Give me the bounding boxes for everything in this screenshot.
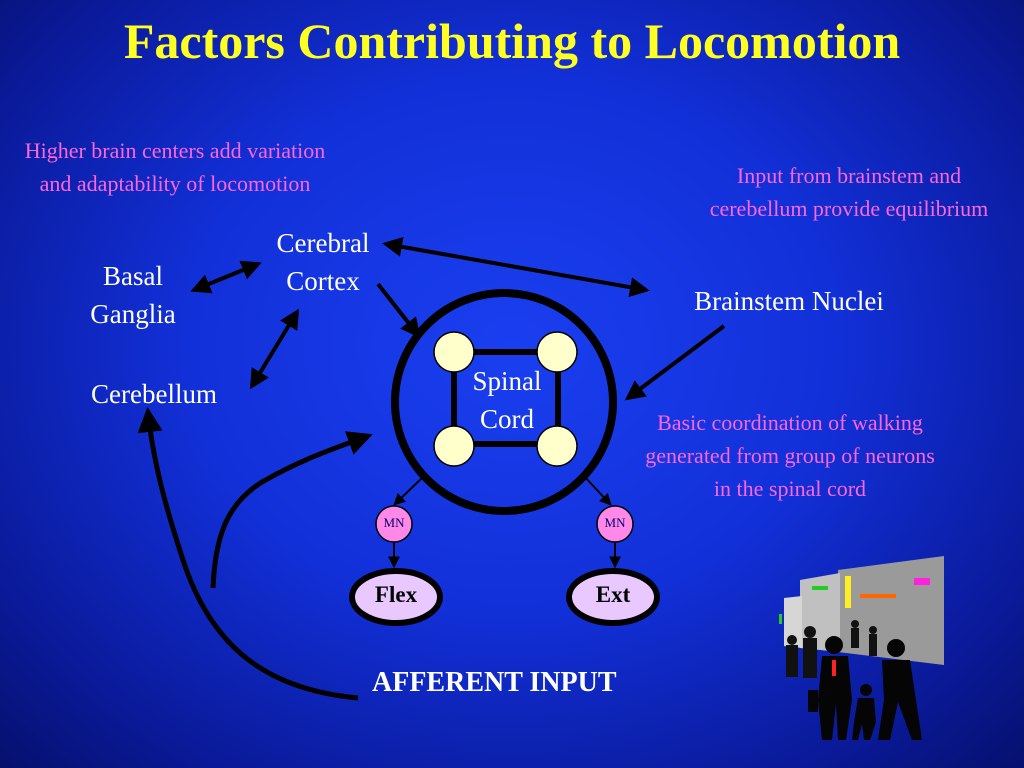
muscle-ext-ellipse: [566, 568, 660, 626]
arrow-spinal-mn-left: [393, 475, 425, 506]
node-cerebellum: Cerebellum: [91, 379, 217, 409]
neuron-network-square: [451, 349, 561, 447]
muscle-ext-label: Ext: [595, 582, 631, 607]
node-cerebral-cortex: Cerebral Cortex: [276, 228, 370, 296]
muscle-flex-ellipse: [349, 568, 443, 626]
neuron-top-right: [536, 331, 578, 373]
node-basal-ganglia: Basal Ganglia: [90, 261, 176, 329]
arrow-brainstem-spinal: [624, 324, 726, 401]
afferent-curve-to-spinal: [210, 431, 373, 589]
muscle-flex-label: Flex: [374, 582, 418, 607]
slide-title: Factors Contributing to Locomotion: [123, 13, 901, 69]
walking-people-clipart: [779, 556, 944, 740]
neuron-top-left: [433, 331, 475, 373]
arrow-cortex-cerebellum: [249, 308, 300, 390]
arrow-cortex-spinal: [376, 282, 421, 339]
afferent-curve-to-cerebellum: [137, 407, 359, 701]
node-brainstem-nuclei: Brainstem Nuclei: [694, 286, 884, 316]
neuron-bottom-right: [536, 425, 578, 467]
arrow-cortex-brainstem: [382, 236, 650, 298]
note-basic-coordination: Basic coordination of walking generated …: [645, 410, 935, 501]
neuron-bottom-left: [433, 425, 475, 467]
afferent-input-label: AFFERENT INPUT: [372, 667, 617, 698]
spinal-cord-circle: [391, 289, 617, 515]
node-spinal-cord: Spinal Cord: [472, 366, 542, 434]
note-equilibrium: Input from brainstem and cerebellum prov…: [709, 163, 989, 221]
motor-neuron-right-label: MN: [604, 515, 626, 530]
arrow-spinal-mn-right: [583, 475, 612, 506]
arrow-basal-ganglia-cortex: [190, 260, 262, 294]
motor-neuron-left-label: MN: [383, 515, 405, 530]
note-higher-brain: Higher brain centers add variation and a…: [24, 138, 326, 196]
